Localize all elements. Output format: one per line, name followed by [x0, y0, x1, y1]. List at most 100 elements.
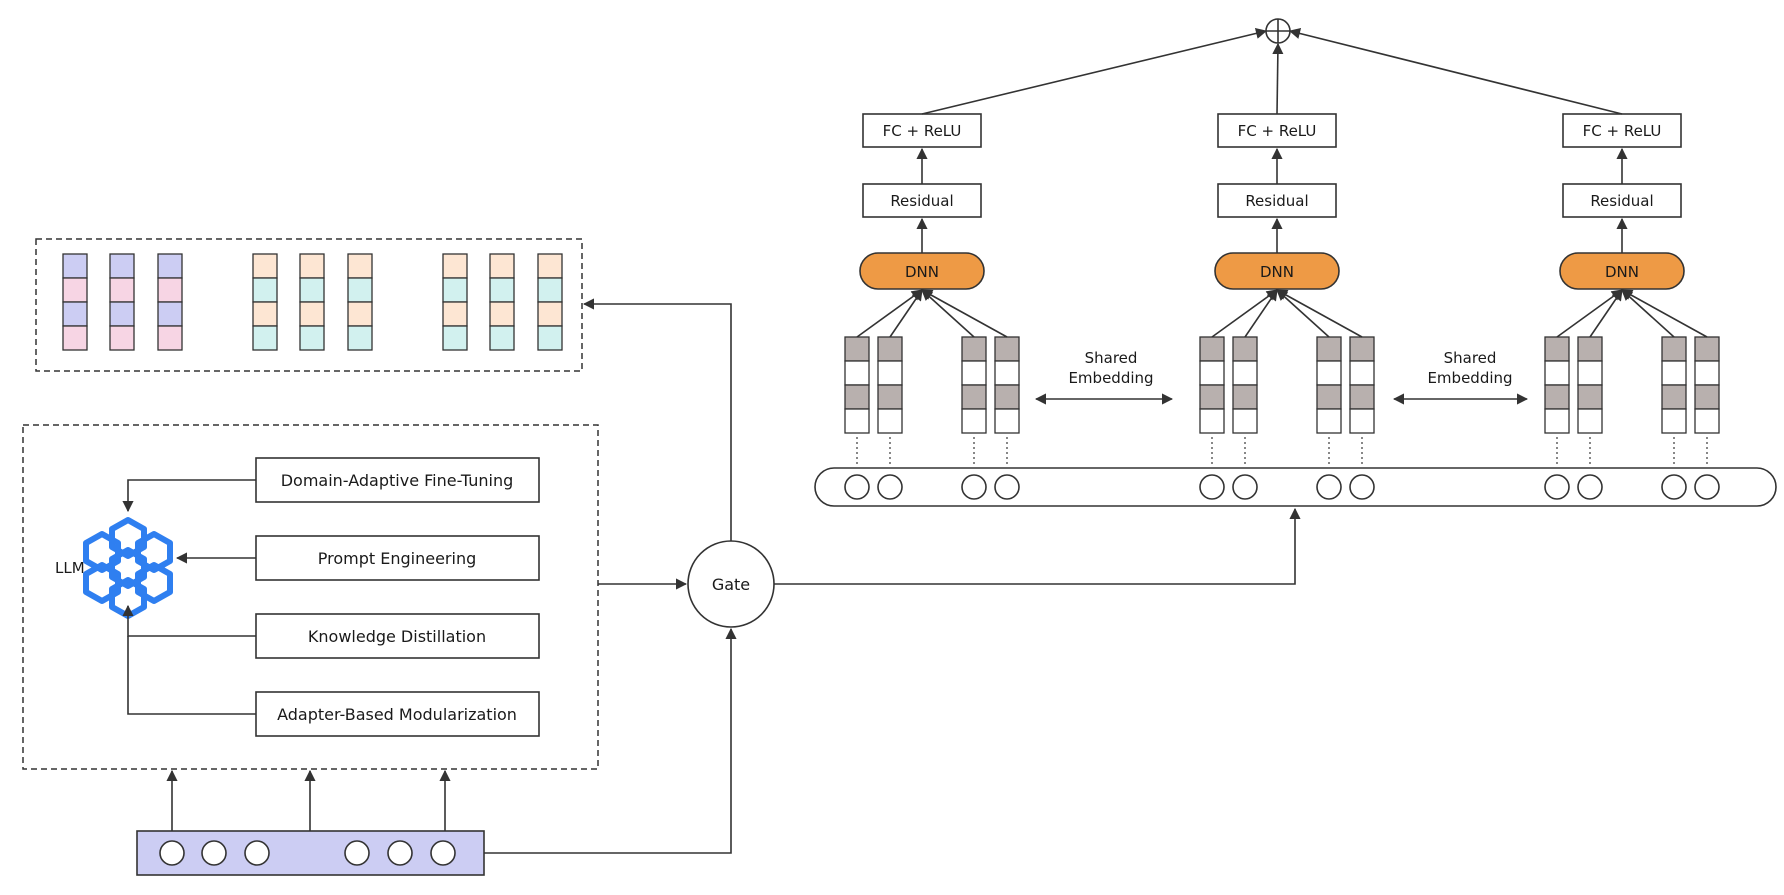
input-node	[159, 840, 185, 866]
residual-box	[862, 183, 982, 218]
llm-module-3[interactable]: Knowledge Distillation	[255, 613, 540, 659]
embedding-cell	[537, 253, 563, 279]
llm-module-2[interactable]: Prompt Engineering	[255, 535, 540, 581]
input-node	[1316, 474, 1342, 500]
input-node	[1661, 474, 1687, 500]
arrow-gate-to-embeddings	[582, 298, 732, 541]
embedding-cell	[1577, 336, 1603, 362]
gate-label: Gate	[712, 575, 750, 594]
embedding-cell	[489, 253, 515, 279]
embedding-cell	[157, 325, 183, 351]
embedding-cell	[994, 384, 1020, 410]
embedding-column	[844, 289, 923, 465]
arrow-embedding-to-dnn	[921, 289, 1008, 338]
input-node	[877, 474, 903, 500]
input-node	[344, 840, 370, 866]
embedding-vector	[347, 253, 373, 351]
fc-relu-label: FC + ReLU	[1238, 122, 1317, 140]
llm-module-label: Adapter-Based Modularization	[277, 705, 517, 724]
embedding-columns	[62, 253, 563, 351]
embedding-cell	[877, 360, 903, 386]
embedding-cell	[1349, 408, 1375, 434]
llm-module-label: Prompt Engineering	[318, 549, 476, 568]
input-node	[994, 474, 1020, 500]
embedding-cell	[1544, 336, 1570, 362]
shared-embedding-1: Shared Embedding	[1034, 349, 1174, 405]
embedding-cell	[1694, 360, 1720, 386]
arrow-embedding-to-dnn	[856, 289, 923, 338]
residual-label: Residual	[1245, 192, 1308, 210]
fc-relu-label: FC + ReLU	[883, 122, 962, 140]
llm-module-4[interactable]: Adapter-Based Modularization	[255, 691, 540, 737]
input-node	[1577, 474, 1603, 500]
embedding-column	[1276, 289, 1375, 465]
embedding-cell	[109, 301, 135, 327]
embedding-cell	[109, 325, 135, 351]
arrow-embedding-to-dnn	[1556, 289, 1623, 338]
arrow-embedding-to-dnn	[1276, 289, 1330, 338]
embedding-vector	[157, 253, 183, 351]
embedding-cell	[1577, 360, 1603, 386]
embedding-cell	[1661, 384, 1687, 410]
input-node	[201, 840, 227, 866]
embedding-cell	[994, 408, 1020, 434]
embedding-cell	[1694, 336, 1720, 362]
llm-module-label: Domain-Adaptive Fine-Tuning	[281, 471, 514, 490]
embedding-cell	[961, 336, 987, 362]
residual-box	[1217, 183, 1337, 218]
embedding-cell	[489, 301, 515, 327]
input-node	[244, 840, 270, 866]
embedding-cell	[62, 325, 88, 351]
embedding-cell	[1232, 384, 1258, 410]
embedding-output-box	[35, 238, 583, 372]
input-node	[1199, 474, 1225, 500]
arrow-embedding-to-dnn	[1244, 289, 1278, 338]
input-node	[430, 840, 456, 866]
llm-module-1[interactable]: Domain-Adaptive Fine-Tuning	[255, 457, 540, 503]
embedding-cell	[1199, 408, 1225, 434]
embedding-cell	[877, 408, 903, 434]
embedding-cell	[961, 408, 987, 434]
embedding-cell	[489, 277, 515, 303]
embedding-cell	[1544, 408, 1570, 434]
embedding-cell	[994, 360, 1020, 386]
embedding-cell	[1661, 336, 1687, 362]
embedding-cell	[1694, 384, 1720, 410]
embedding-vector	[299, 253, 325, 351]
embedding-column	[921, 289, 1020, 465]
embedding-cell	[252, 277, 278, 303]
input-node	[961, 474, 987, 500]
embedding-column	[1621, 289, 1720, 465]
shared-embedding-line2: Embedding	[1427, 369, 1512, 387]
embedding-cell	[252, 301, 278, 327]
embedding-cell	[844, 408, 870, 434]
embedding-cell	[252, 325, 278, 351]
embedding-cell	[299, 325, 325, 351]
embedding-column	[1232, 289, 1278, 465]
arrow-embedding-to-dnn	[1589, 289, 1623, 338]
arrow-embedding-to-dnn	[921, 289, 975, 338]
input-node	[1694, 474, 1720, 500]
llm-label: LLM	[55, 559, 85, 577]
shared-embedding-line1: Shared	[1444, 349, 1497, 367]
embedding-cell	[157, 277, 183, 303]
embedding-column	[921, 289, 987, 465]
tower-input-bar	[814, 467, 1777, 507]
arrow-fc-to-sum	[1288, 28, 1623, 115]
arrow-embedding-to-dnn	[1621, 289, 1675, 338]
embedding-cell	[877, 336, 903, 362]
embedding-cell	[157, 301, 183, 327]
embedding-cell	[1232, 408, 1258, 434]
arrow-distill-to-llm	[122, 604, 256, 637]
embedding-cell	[62, 253, 88, 279]
residual-label: Residual	[1590, 192, 1653, 210]
embedding-cell	[1199, 336, 1225, 362]
embedding-cell	[442, 253, 468, 279]
embedding-cell	[109, 277, 135, 303]
embedding-cell	[1199, 384, 1225, 410]
